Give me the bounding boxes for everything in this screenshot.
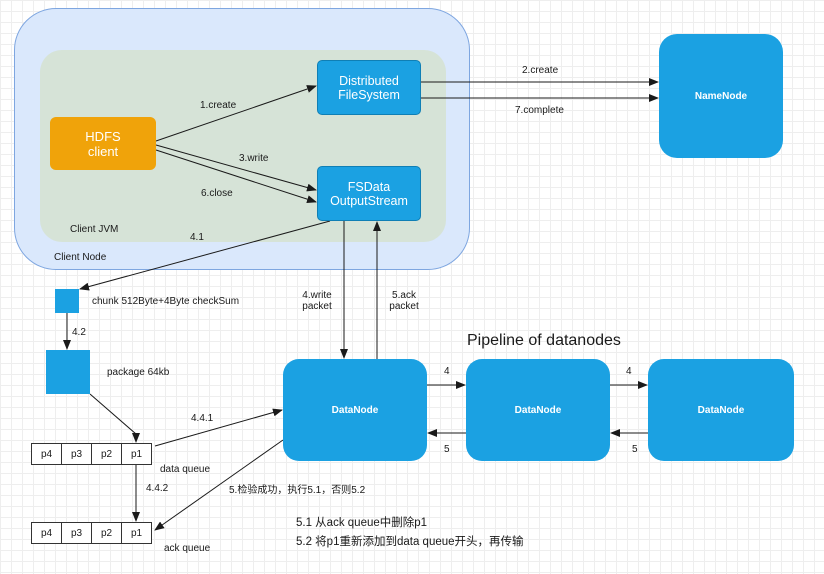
label-4-1: 4.1 — [190, 232, 204, 243]
data-queue-label: data queue — [160, 464, 211, 475]
label-4-write-packet: 4.write packet — [302, 290, 332, 312]
data-queue-cell: p2 — [91, 443, 122, 465]
label-4-4-2: 4.4.2 — [146, 483, 169, 494]
package-label: package 64kb — [107, 367, 170, 378]
ack-queue-cell: p1 — [121, 522, 152, 544]
label-forward-4-a: 4 — [444, 366, 450, 377]
label-3-write: 3.write — [239, 153, 269, 164]
arrow-pkg-to-queue — [89, 393, 140, 443]
ack-queue-label: ack queue — [164, 543, 211, 554]
datanode-3: DataNode — [648, 359, 794, 461]
ack-queue: p4 p3 p2 p1 — [31, 522, 152, 544]
label-2-create: 2.create — [522, 65, 559, 76]
distributed-filesystem-node: Distributed FileSystem — [317, 60, 421, 115]
arrow-3-write — [155, 144, 317, 192]
label-5-check: 5.检验成功，执行5.1，否则5.2 — [229, 485, 366, 496]
chunk-label: chunk 512Byte+4Byte checkSum — [92, 296, 240, 307]
fsdata-outputstream-node: FSData OutputStream — [317, 166, 421, 221]
label-6-close: 6.close — [201, 188, 233, 199]
label-7-complete: 7.complete — [515, 105, 564, 116]
label-back-5-a: 5 — [444, 444, 450, 455]
namenode-node: NameNode — [659, 34, 783, 158]
label-4-2: 4.2 — [72, 327, 86, 338]
note-5-1: 5.1 从ack queue中删除p1 — [296, 517, 428, 529]
arrow-4-4-1 — [154, 408, 283, 447]
label-back-5-b: 5 — [632, 444, 638, 455]
data-queue-cell: p3 — [61, 443, 92, 465]
client-node-label: Client Node — [54, 252, 107, 263]
datanode-1: DataNode — [283, 359, 427, 461]
note-5-2: 5.2 将p1重新添加到data queue开头，再传输 — [296, 536, 524, 548]
arrow-1-create — [155, 85, 317, 142]
chunk-square — [55, 289, 79, 313]
package-square — [46, 350, 90, 394]
arrow-4-1 — [79, 220, 331, 291]
hdfs-client-node: HDFS client — [50, 117, 156, 170]
label-4-4-1: 4.4.1 — [191, 413, 214, 424]
arrow-6-close — [155, 149, 317, 204]
ack-queue-cell: p3 — [61, 522, 92, 544]
label-1-create: 1.create — [200, 100, 237, 111]
ack-queue-cell: p4 — [31, 522, 62, 544]
label-5-ack-packet: 5.ack packet — [389, 290, 419, 312]
client-jvm-label: Client JVM — [70, 224, 119, 235]
pipeline-title: Pipeline of datanodes — [467, 332, 621, 349]
label-forward-4-b: 4 — [626, 366, 632, 377]
data-queue-cell: p1 — [121, 443, 152, 465]
arrow-5-check — [154, 439, 284, 531]
ack-queue-cell: p2 — [91, 522, 122, 544]
data-queue-cell: p4 — [31, 443, 62, 465]
data-queue: p4 p3 p2 p1 — [31, 443, 152, 465]
datanode-2: DataNode — [466, 359, 610, 461]
